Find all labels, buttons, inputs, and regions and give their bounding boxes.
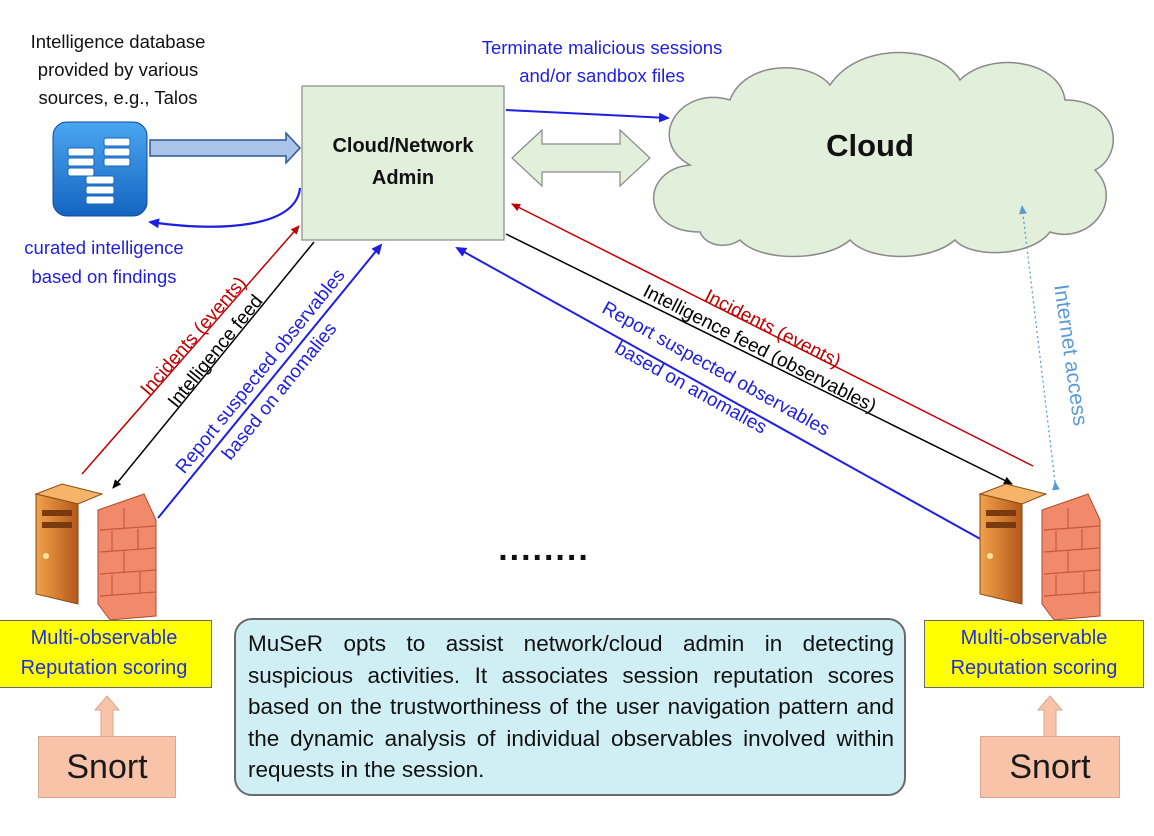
ellipsis: ........ xyxy=(498,530,590,568)
curated-arrow xyxy=(148,187,302,229)
right-snort-up-arrow xyxy=(1036,695,1064,741)
terminate-label: Terminate malicious sessions and/or sand… xyxy=(432,34,772,90)
left-report-arrow xyxy=(157,243,383,519)
curated-line: curated intelligence xyxy=(24,237,184,258)
left-snort-up-arrow xyxy=(93,695,121,741)
terminate-line: Terminate malicious sessions xyxy=(481,37,723,58)
scoring-line: Multi-observable xyxy=(960,627,1108,649)
right-feed-arrow xyxy=(505,233,1013,485)
right-report-arrow xyxy=(455,247,985,542)
scoring-line: Reputation scoring xyxy=(950,657,1118,679)
left-snort-box: Snort xyxy=(38,736,176,798)
admin-cloud-double-arrow xyxy=(511,128,651,188)
intel-source-label: Intelligence database provided by variou… xyxy=(0,28,236,112)
left-incidents-arrow xyxy=(81,225,300,475)
curated-line: based on findings xyxy=(31,266,177,287)
scoring-line: Reputation scoring xyxy=(20,657,188,679)
description-note: MuSeR opts to assist network/cloud admin… xyxy=(234,618,906,796)
right-firewall-server-icon xyxy=(978,483,1101,621)
scoring-line: Multi-observable xyxy=(30,627,178,649)
cloud-label: Cloud xyxy=(826,128,914,163)
curated-intel-label: curated intelligence based on findings xyxy=(0,233,220,291)
admin-label: Cloud/Network Admin xyxy=(302,130,504,194)
cloud-shape xyxy=(653,51,1114,258)
admin-line: Admin xyxy=(371,167,435,189)
right-reputation-scoring-box: Multi-observable Reputation scoring xyxy=(924,620,1144,688)
database-icon xyxy=(52,121,148,217)
intel-source-line: provided by various xyxy=(37,59,199,80)
internet-access-arrow xyxy=(1018,205,1060,491)
intel-source-line: Intelligence database xyxy=(30,31,206,52)
right-incidents-arrow xyxy=(511,203,1034,467)
terminate-arrow xyxy=(505,109,670,123)
db-to-admin-arrow xyxy=(149,131,302,165)
intel-source-line: sources, e.g., Talos xyxy=(38,87,198,108)
right-snort-box: Snort xyxy=(980,736,1120,798)
left-firewall-server-icon xyxy=(34,483,157,621)
admin-line: Cloud/Network xyxy=(332,135,474,157)
internet-access-label: Internet access xyxy=(1049,283,1092,427)
left-reputation-scoring-box: Multi-observable Reputation scoring xyxy=(0,620,212,688)
left-feed-arrow xyxy=(112,241,315,489)
terminate-line: and/or sandbox files xyxy=(519,65,685,86)
admin-box xyxy=(301,85,505,241)
